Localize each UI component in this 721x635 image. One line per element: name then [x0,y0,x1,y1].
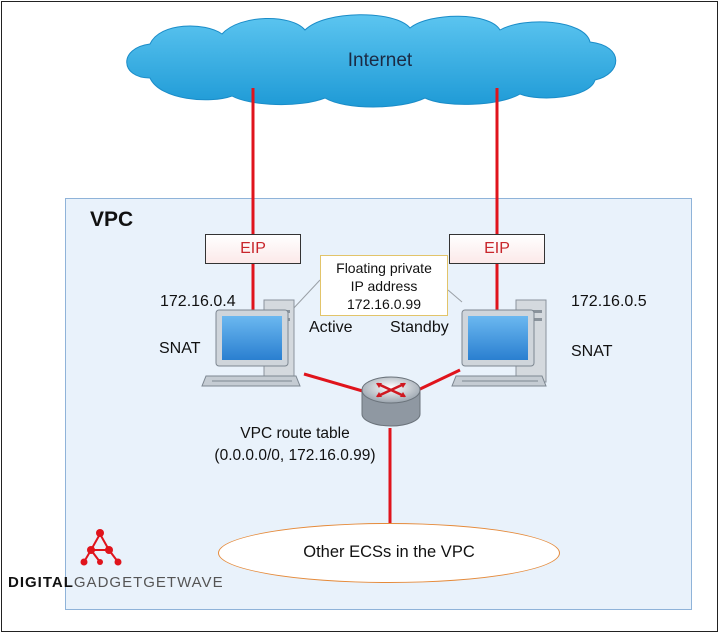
watermark-text: DIGITALGADGETGETWAVE [8,574,224,591]
other-ecs-ellipse: Other ECSs in the VPC [218,523,560,583]
watermark-light: GADGETGETWAVE [73,574,224,591]
route-table-entry: (0.0.0.0/0, 172.16.0.99) [214,447,376,464]
left-server-role: SNAT [159,340,201,357]
floating-connectors [291,279,463,311]
link-right-server-router [417,368,461,392]
link-left-server-router [303,372,367,394]
connection-lines [251,88,499,524]
internet-cloud-icon [126,14,617,108]
floating-ip-line1: Floating private [336,260,432,276]
left-server-ip: 172.16.0.4 [160,293,236,310]
eip-right-box: EIP [449,234,545,264]
left-server-state: Active [309,319,353,336]
route-table-title: VPC route table [240,425,350,442]
watermark-bold: DIGITAL [8,574,74,591]
molecule-icon [80,529,122,566]
router-icon [361,376,421,427]
floating-ip-line2: IP address [350,278,418,294]
internet-label: Internet [347,50,413,71]
right-server-state: Standby [390,319,449,336]
eip-left-box: EIP [205,234,301,264]
floating-ip-box: Floating private IP address 172.16.0.99 [320,255,448,316]
right-server-ip: 172.16.0.5 [571,293,647,310]
route-table-label: VPC route table (0.0.0.0/0, 172.16.0.99) [190,423,400,467]
vpc-title: VPC [90,208,134,231]
left-server-icon [201,299,301,387]
right-server-role: SNAT [571,343,613,360]
floating-ip-line3: 172.16.0.99 [347,296,421,312]
right-server-icon [451,299,547,387]
